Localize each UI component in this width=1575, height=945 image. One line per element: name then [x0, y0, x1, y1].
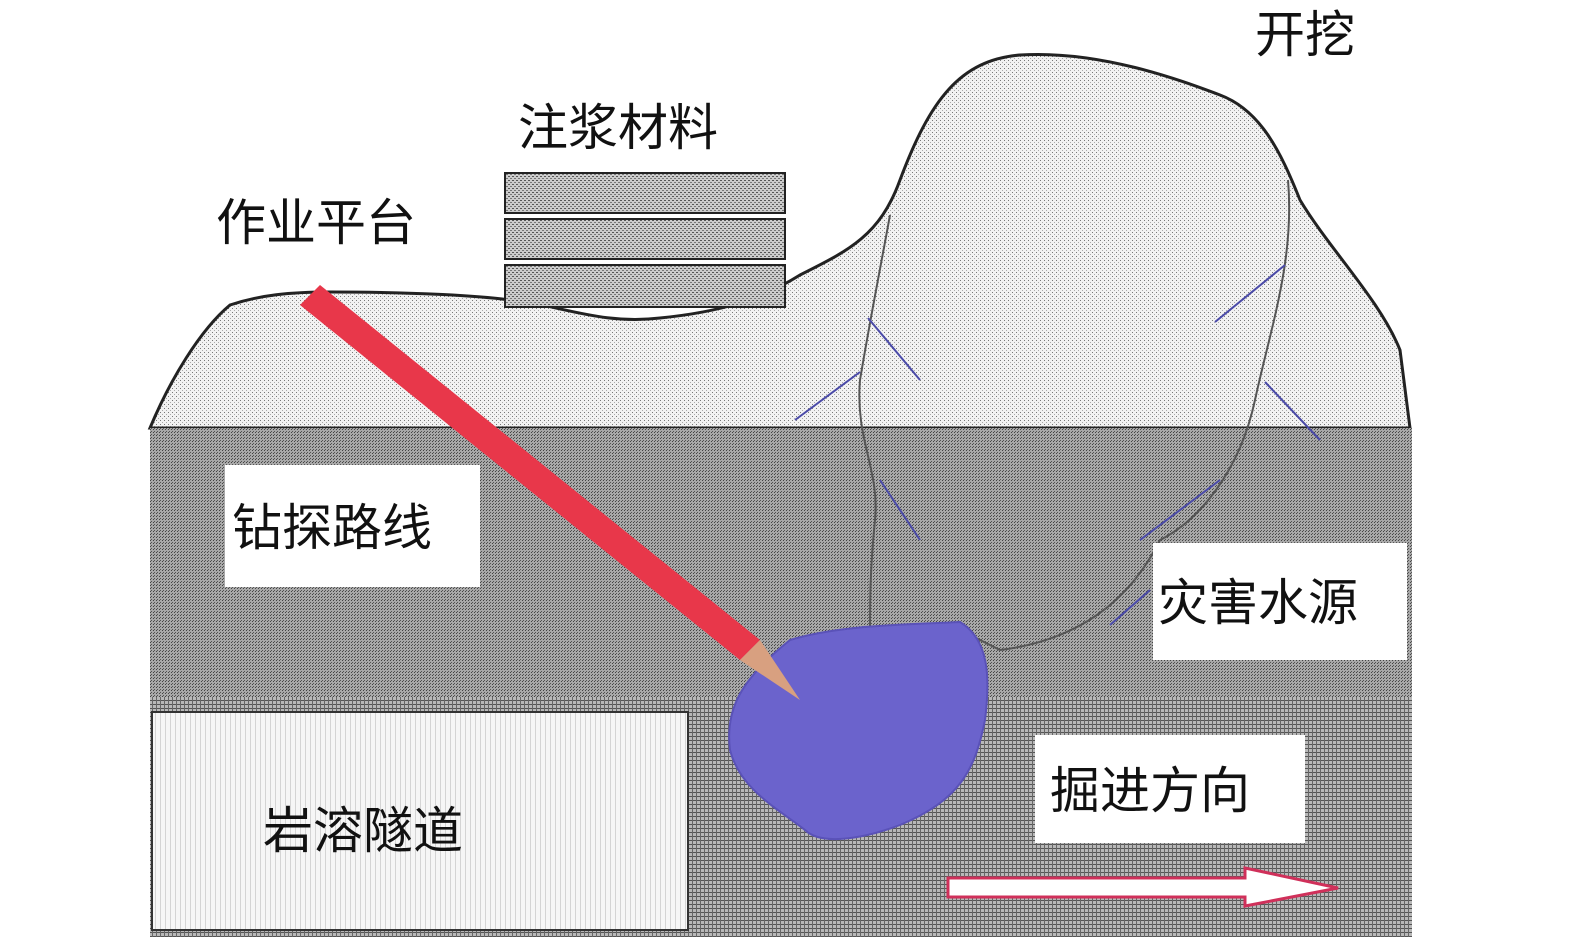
tunnel — [151, 711, 689, 931]
drill-route — [300, 285, 800, 700]
label-tunneling-direction: 掘进方向 — [1050, 762, 1250, 820]
drilling-route-label-box — [225, 465, 480, 587]
grout-material-stack — [504, 172, 786, 308]
tunneling-direction-label-box — [1035, 735, 1305, 843]
label-work-platform: 作业平台 — [216, 194, 416, 252]
water-source-cavity — [728, 620, 989, 840]
label-excavation: 开挖 — [1255, 6, 1355, 64]
label-karst-tunnel: 岩溶隧道 — [263, 802, 463, 860]
label-hazard-water-source: 灾害水源 — [1158, 574, 1358, 632]
label-grout-material: 注浆材料 — [518, 99, 718, 157]
fracture-lines — [794, 179, 1321, 652]
tunneling-direction-arrow — [946, 866, 1339, 908]
label-drilling-route: 钻探路线 — [232, 499, 432, 557]
hazard-water-label-box — [1153, 543, 1407, 660]
